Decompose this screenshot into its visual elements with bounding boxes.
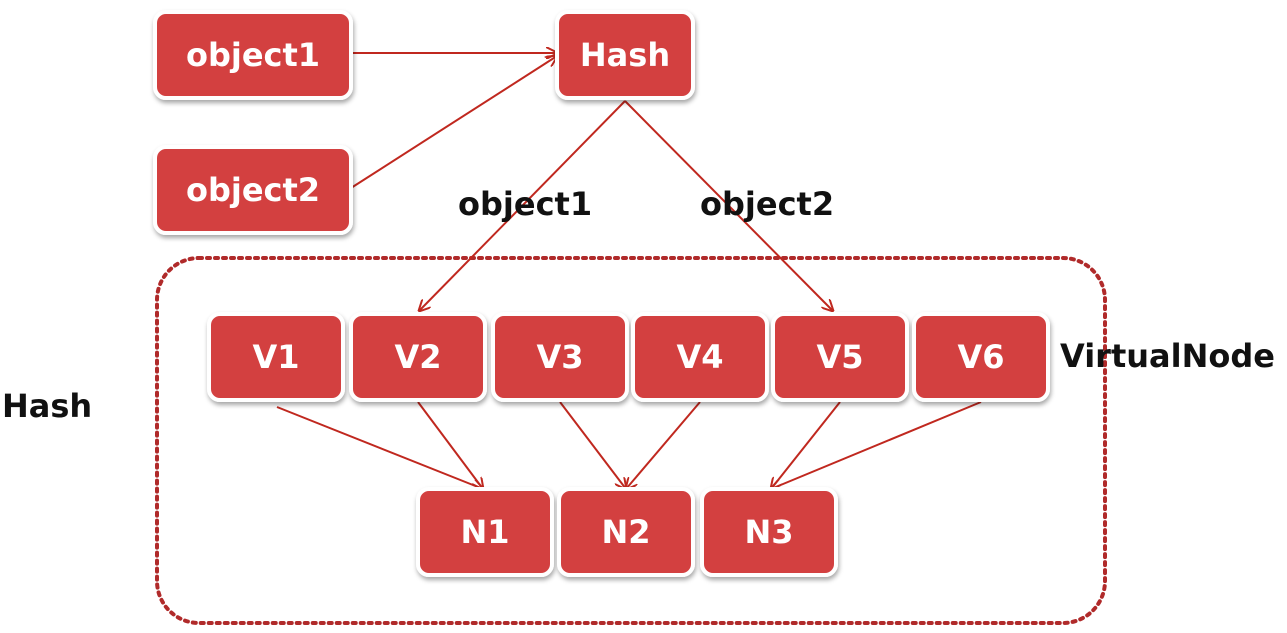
node-object1: object1 <box>153 10 353 100</box>
node-hash-label: Hash <box>580 36 670 74</box>
hash-region-label: Hash <box>2 387 92 425</box>
node-object1-label: object1 <box>186 36 320 74</box>
node-v2: V2 <box>349 312 487 402</box>
edge-label-object2: object2 <box>700 185 834 223</box>
node-v6-label: V6 <box>957 338 1004 376</box>
node-n1-label: N1 <box>460 513 509 551</box>
node-object2-label: object2 <box>186 171 320 209</box>
edge-object2-to-hash <box>350 56 557 189</box>
virtual-node-label: VirtualNode <box>1060 337 1275 375</box>
edges <box>276 53 982 489</box>
node-n3-label: N3 <box>744 513 793 551</box>
node-hash: Hash <box>555 10 695 100</box>
node-n1: N1 <box>416 487 554 577</box>
edge-v5-to-n3 <box>771 401 841 489</box>
node-v2-label: V2 <box>394 338 441 376</box>
edge-v3-to-n2 <box>559 401 626 489</box>
edge-v4-to-n2 <box>626 401 701 489</box>
node-v5: V5 <box>771 312 909 402</box>
node-n3: N3 <box>700 487 838 577</box>
edge-hash-to-v5 <box>624 100 833 311</box>
edge-label-object1: object1 <box>458 185 592 223</box>
node-v6: V6 <box>912 312 1050 402</box>
node-v3-label: V3 <box>536 338 583 376</box>
node-object2: object2 <box>153 145 353 235</box>
edge-v6-to-n3 <box>771 401 982 489</box>
edge-hash-to-v2 <box>419 100 626 311</box>
node-n2: N2 <box>557 487 695 577</box>
edge-v2-to-n1 <box>417 401 483 489</box>
node-v4-label: V4 <box>676 338 723 376</box>
edge-v1-to-n1 <box>276 406 483 489</box>
node-n2-label: N2 <box>601 513 650 551</box>
node-v5-label: V5 <box>816 338 863 376</box>
node-v4: V4 <box>631 312 769 402</box>
node-v1-label: V1 <box>252 338 299 376</box>
node-v3: V3 <box>491 312 629 402</box>
hash-region-boundary <box>155 256 1107 625</box>
node-v1: V1 <box>207 312 345 402</box>
